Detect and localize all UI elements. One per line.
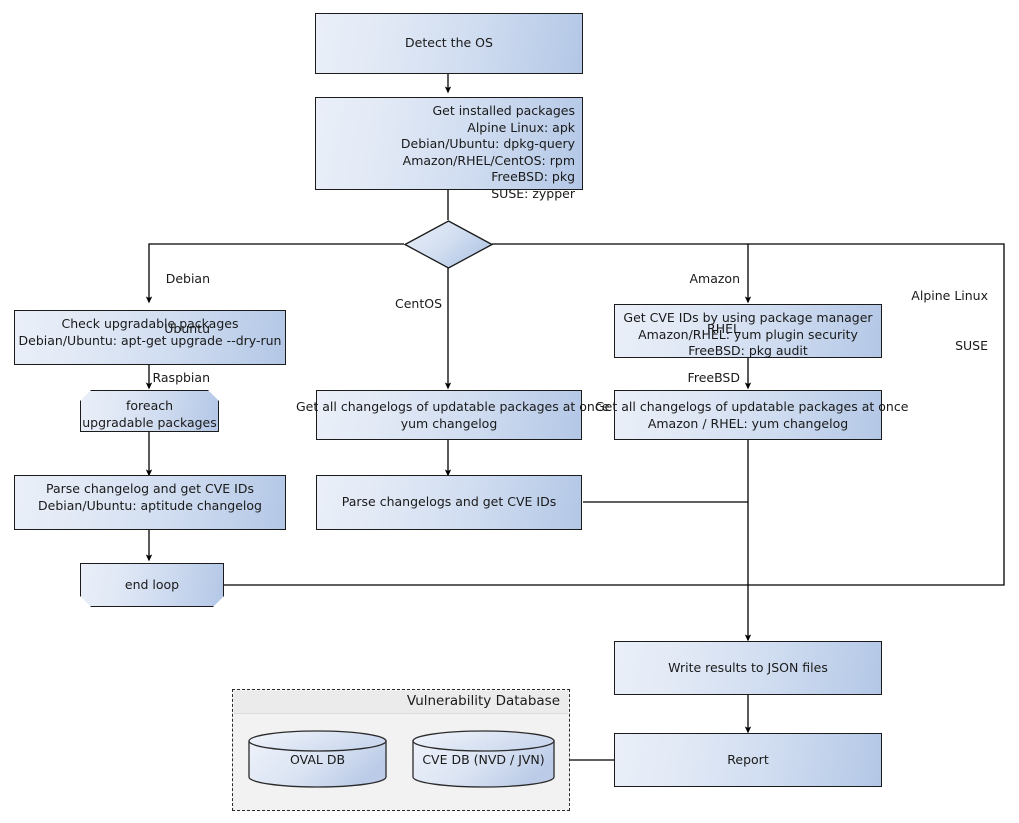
branch-label-centos: CentOS <box>330 263 442 346</box>
line: Ubuntu <box>164 320 210 336</box>
line: RHEL <box>707 320 740 336</box>
line: Debian <box>165 271 210 286</box>
line: CentOS <box>394 296 442 311</box>
node-get-installed-packages[interactable] <box>315 97 583 190</box>
db-cylinder-cve-label: CVE DB (NVD / JVN) <box>422 752 545 767</box>
branch-label-alpine: Alpine Linux SUSE <box>880 255 988 387</box>
db-cylinder-oval[interactable] <box>248 730 387 788</box>
branch-label-debian: Debian Ubuntu Raspbian <box>95 238 210 420</box>
node-write-json[interactable]: Write results to JSON files <box>614 641 882 695</box>
node-report-label: Report <box>727 751 769 767</box>
line: SUSE <box>955 337 988 353</box>
line: FreeBSD <box>687 370 740 385</box>
node-parse-changelog-debian[interactable] <box>14 475 286 530</box>
node-end-loop[interactable] <box>80 563 224 607</box>
node-detect-os-label: Detect the OS <box>405 35 493 51</box>
node-parse-changelogs-centos-label: Parse changelogs and get CVE IDs <box>341 494 557 510</box>
node-detect-os[interactable]: Detect the OS <box>315 13 583 74</box>
vulnerability-database-titlebar <box>234 691 568 714</box>
db-cylinder-oval-label: OVAL DB <box>289 752 346 767</box>
vulnerability-database-title: Vulnerability Database <box>406 693 560 709</box>
node-report[interactable]: Report <box>614 733 882 787</box>
branch-label-amazon: Amazon RHEL FreeBSD <box>635 238 740 420</box>
line: Alpine Linux <box>911 288 988 303</box>
db-cylinder-cve[interactable] <box>412 730 555 788</box>
node-write-json-label: Write results to JSON files <box>668 659 828 675</box>
node-parse-changelogs-centos[interactable]: Parse changelogs and get CVE IDs <box>316 475 582 530</box>
line: Amazon <box>689 271 740 286</box>
node-os-decision[interactable] <box>404 220 493 269</box>
line: Raspbian <box>152 370 210 385</box>
node-foreach-loop[interactable] <box>80 390 219 432</box>
node-centos-changelogs[interactable] <box>316 390 582 440</box>
